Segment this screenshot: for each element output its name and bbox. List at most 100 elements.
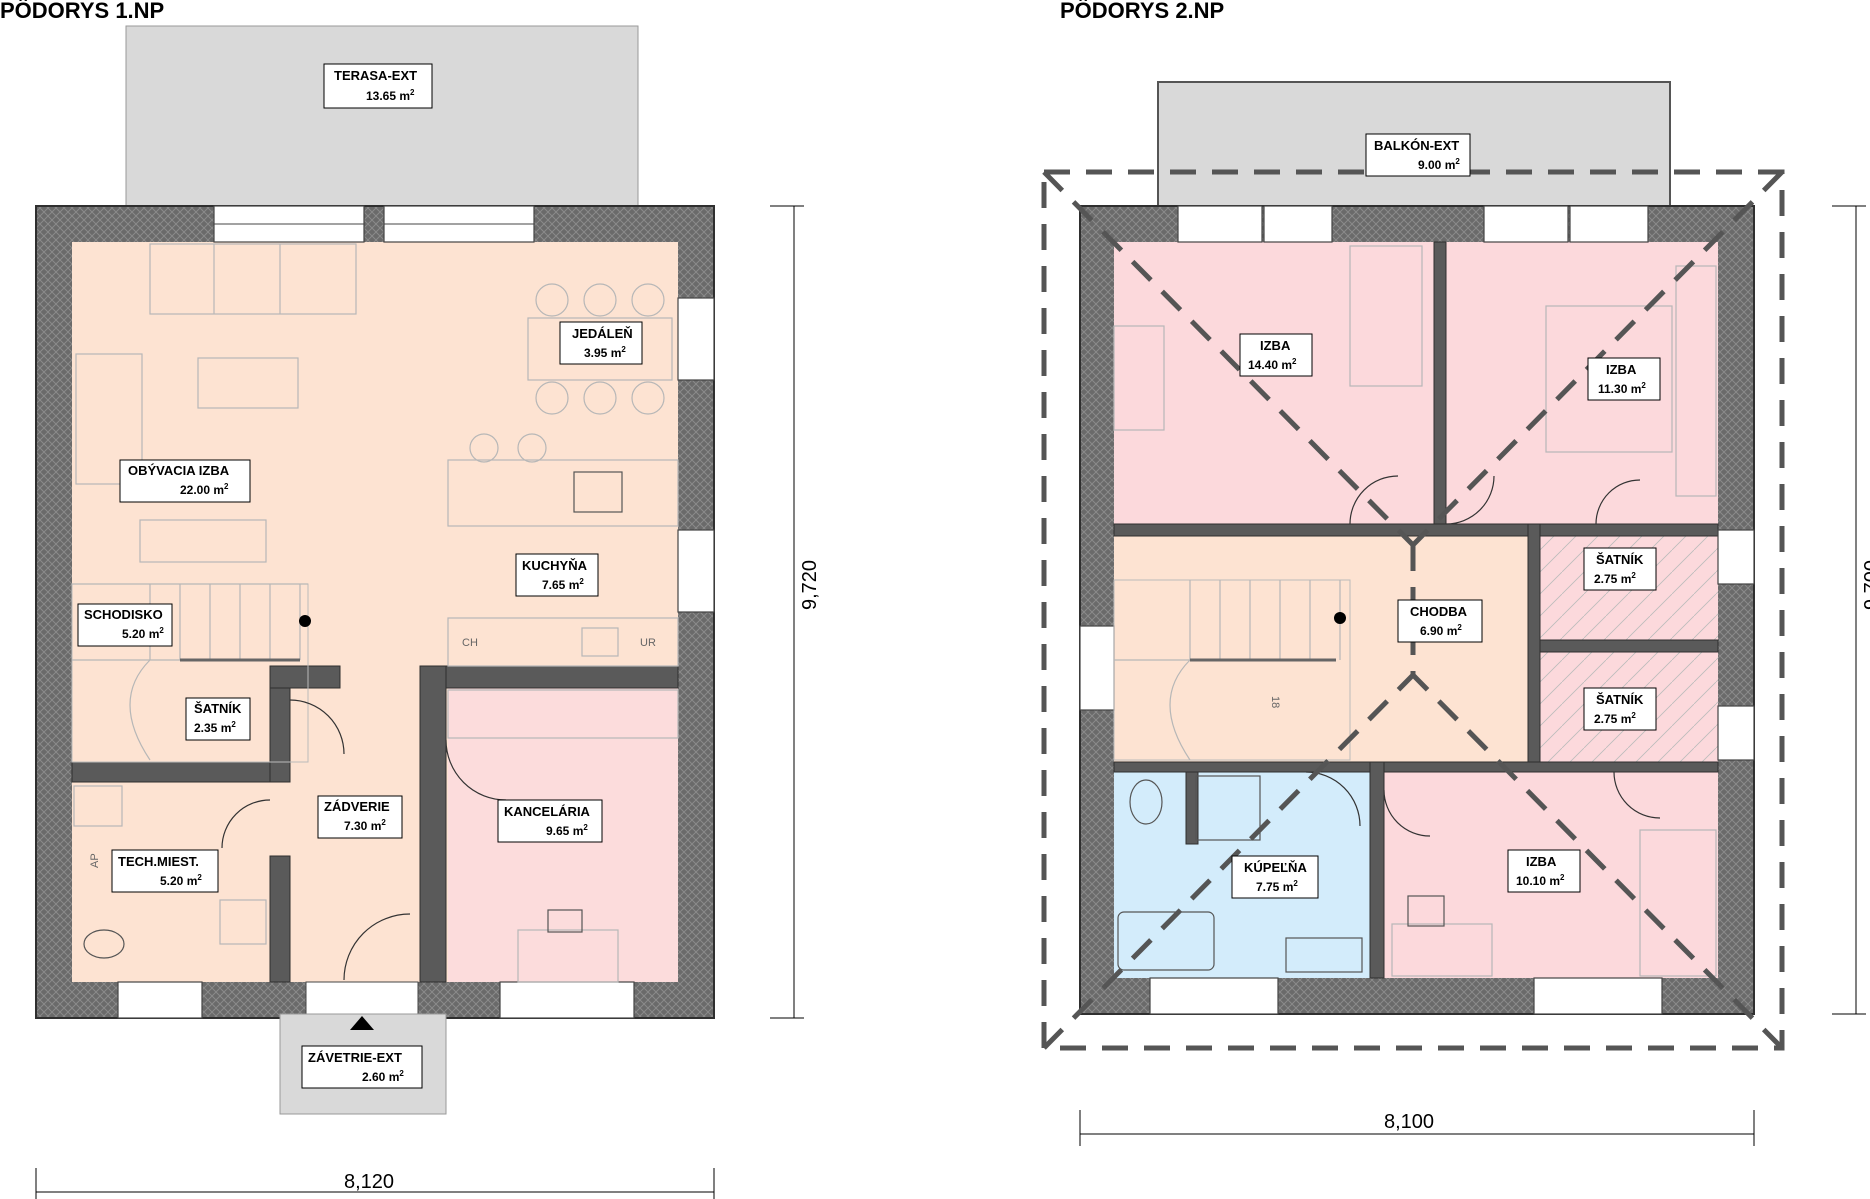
svg-text:2.75 m2: 2.75 m2 [1594, 571, 1636, 586]
interior-wall [269, 855, 291, 983]
bed [1639, 829, 1717, 977]
chair [1407, 895, 1445, 927]
svg-text:TERASA-EXT: TERASA-EXT [334, 68, 417, 83]
svg-text:IZBA: IZBA [1606, 362, 1637, 377]
svg-text:ŠATNÍK: ŠATNÍK [194, 701, 242, 716]
door-swing [1349, 475, 1399, 525]
room-label-tech: TECH.MIEST. 5.20 m2 [111, 849, 219, 893]
double-bed [1545, 305, 1673, 453]
window [677, 297, 715, 381]
svg-text:2.75 m2: 2.75 m2 [1594, 711, 1636, 726]
toilet-icon [1129, 779, 1163, 825]
svg-text:22.00 m2: 22.00 m2 [180, 482, 229, 497]
room-label-satnik2: ŠATNÍK 2.75 m2 [1583, 687, 1657, 731]
svg-text:10.10 m2: 10.10 m2 [1516, 873, 1565, 888]
room-label-obyvacia: OBÝVACIA IZBA 22.00 m2 [119, 459, 251, 503]
room-label-izba2: IZBA 11.30 m2 [1587, 357, 1661, 401]
window [1263, 205, 1333, 243]
svg-text:CHODBA: CHODBA [1410, 604, 1468, 619]
room-label-jedalen: JEDÁLEŇ 3.95 m2 [559, 321, 643, 365]
svg-text:9.00 m2: 9.00 m2 [1418, 157, 1460, 172]
wardrobe [447, 689, 679, 739]
room-label-schodisko: SCHODISKO 5.20 m2 [77, 603, 173, 647]
svg-text:5.20 m2: 5.20 m2 [160, 873, 202, 888]
window [1533, 977, 1663, 1015]
interior-wall [269, 687, 291, 783]
desk [1113, 325, 1165, 431]
svg-text:BALKÓN-EXT: BALKÓN-EXT [1374, 138, 1459, 153]
interior-wall [269, 665, 341, 689]
svg-text:5.20 m2: 5.20 m2 [122, 626, 164, 641]
floor2-plan: PÔDORYS 2.NP [1041, 0, 1870, 1146]
svg-text:SCHODISKO: SCHODISKO [84, 607, 163, 622]
bed [1349, 245, 1423, 387]
door-swing [1383, 789, 1431, 837]
dimension-height-floor1: 9,720 [770, 205, 821, 1019]
svg-text:ZÁVETRIE-EXT: ZÁVETRIE-EXT [308, 1050, 402, 1065]
kitchen-island [447, 433, 679, 527]
svg-text:9,700: 9,700 [1861, 560, 1870, 610]
door-swing [289, 699, 345, 755]
coffee-table [197, 357, 299, 409]
svg-text:ŠATNÍK: ŠATNÍK [1596, 552, 1644, 567]
floor2-title: PÔDORYS 2.NP [1060, 0, 1224, 23]
room-label-kupelna: KÚPEĽŇA 7.75 m2 [1231, 855, 1319, 899]
desk [1391, 923, 1493, 977]
interior-wall [1113, 761, 1719, 773]
svg-text:JEDÁLEŇ: JEDÁLEŇ [572, 326, 633, 341]
sink-icon [219, 899, 267, 945]
dimension-width-floor1: 8,120 [35, 1168, 715, 1199]
svg-text:11.30 m2: 11.30 m2 [1598, 381, 1646, 396]
svg-text:KANCELÁRIA: KANCELÁRIA [504, 804, 591, 819]
entrance-opening [305, 981, 419, 1019]
svg-text:7.75 m2: 7.75 m2 [1256, 879, 1298, 894]
svg-text:8,120: 8,120 [344, 1171, 394, 1193]
hallway [1114, 536, 1528, 762]
window [1177, 205, 1263, 243]
room-label-terasa: TERASA-EXT 13.65 m2 [323, 63, 433, 109]
room-label-satnik: ŠATNÍK 2.35 m2 [185, 697, 251, 741]
svg-text:7.30 m2: 7.30 m2 [344, 818, 386, 833]
window [1483, 205, 1569, 243]
svg-text:IZBA: IZBA [1260, 338, 1291, 353]
window [1717, 529, 1755, 585]
door-swing [343, 913, 411, 981]
svg-text:ZÁDVERIE: ZÁDVERIE [324, 799, 390, 814]
window [1717, 705, 1755, 761]
room-label-izba3: IZBA 10.10 m2 [1507, 849, 1581, 893]
floor1-plan: PÔDORYS 1.NP [0, 0, 821, 1199]
svg-text:CH: CH [462, 637, 478, 649]
room-label-izba1: IZBA 14.40 m2 [1239, 333, 1313, 377]
svg-text:18: 18 [1269, 696, 1281, 708]
window [117, 981, 203, 1019]
room-label-balkon: BALKÓN-EXT 9.00 m2 [1365, 133, 1471, 177]
room-label-satnik1: ŠATNÍK 2.75 m2 [1583, 547, 1657, 591]
svg-text:9,720: 9,720 [799, 560, 821, 610]
bedroom-1 [1114, 242, 1434, 524]
svg-text:TECH.MIEST.: TECH.MIEST. [118, 854, 199, 869]
svg-text:13.65 m2: 13.65 m2 [366, 88, 415, 103]
room-label-kuchyna: KUCHYŇA 7.65 m2 [515, 553, 599, 597]
svg-text:7.65 m2: 7.65 m2 [542, 577, 584, 592]
svg-text:KUCHYŇA: KUCHYŇA [522, 558, 588, 573]
office-desk [517, 909, 619, 983]
window [1079, 625, 1115, 711]
window [1149, 977, 1279, 1015]
svg-text:IZBA: IZBA [1526, 854, 1557, 869]
tv-unit [139, 519, 267, 563]
svg-text:8,100: 8,100 [1384, 1111, 1434, 1133]
door-swing [1613, 771, 1661, 819]
room-label-zavetrie: ZÁVETRIE-EXT 2.60 m2 [301, 1045, 423, 1089]
floor1-title: PÔDORYS 1.NP [0, 0, 164, 23]
wardrobe [1675, 265, 1717, 497]
double-sink-icon [1285, 937, 1363, 973]
interior-wall [71, 761, 291, 783]
svg-text:6.90 m2: 6.90 m2 [1420, 623, 1462, 638]
boiler [73, 785, 123, 827]
bedroom-2 [1446, 242, 1718, 524]
svg-text:KÚPEĽŇA: KÚPEĽŇA [1244, 860, 1307, 875]
svg-text:3.95 m2: 3.95 m2 [584, 345, 626, 360]
interior-wall [1185, 771, 1199, 845]
svg-text:2.35 m2: 2.35 m2 [194, 720, 236, 735]
